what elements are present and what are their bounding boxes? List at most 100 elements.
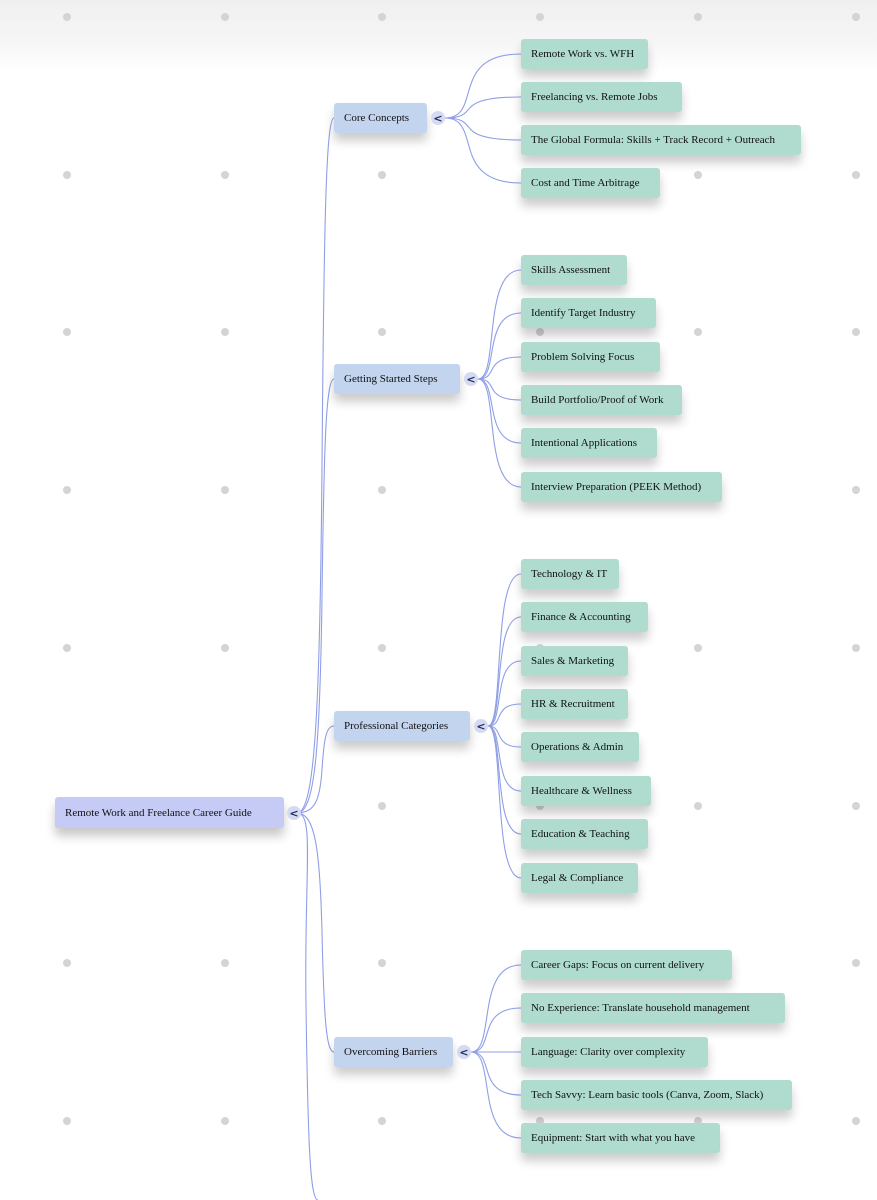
- branch-node-overcoming-barriers[interactable]: Overcoming Barriers: [334, 1037, 453, 1067]
- root-to-branch-link: [296, 378, 335, 814]
- leaf-node[interactable]: Legal & Compliance: [521, 863, 638, 893]
- leaf-node[interactable]: The Global Formula: Skills + Track Recor…: [521, 125, 801, 155]
- grid-dot: [221, 328, 229, 336]
- leaf-node[interactable]: Skills Assessment: [521, 255, 627, 285]
- grid-dot: [536, 328, 544, 336]
- grid-dot: [378, 486, 386, 494]
- leaf-node[interactable]: Career Gaps: Focus on current delivery: [521, 950, 732, 980]
- grid-dot: [378, 13, 386, 21]
- branch-to-leaf-link: [477, 378, 522, 444]
- branch-to-leaf-link: [470, 1007, 522, 1053]
- grid-dot: [63, 13, 71, 21]
- branch-to-leaf-link: [477, 312, 522, 380]
- leaf-node[interactable]: Tech Savvy: Learn basic tools (Canva, Zo…: [521, 1080, 792, 1110]
- grid-dot: [694, 13, 702, 21]
- grid-dot: [221, 644, 229, 652]
- branch-to-leaf-link: [487, 703, 522, 727]
- leaf-node[interactable]: Freelancing vs. Remote Jobs: [521, 82, 682, 112]
- leaf-node[interactable]: HR & Recruitment: [521, 689, 628, 719]
- leaf-node[interactable]: Identify Target Industry: [521, 298, 656, 328]
- leaf-node[interactable]: No Experience: Translate household manag…: [521, 993, 785, 1023]
- root-node-label: Remote Work and Freelance Career Guide: [65, 806, 252, 819]
- root-to-branch-link: [296, 812, 335, 1053]
- leaf-node[interactable]: Intentional Applications: [521, 428, 657, 458]
- branch-collapse-icon[interactable]: <: [474, 719, 488, 733]
- branch-collapse-icon[interactable]: <: [464, 372, 478, 386]
- grid-dot: [694, 171, 702, 179]
- branch-to-leaf-link: [487, 616, 522, 727]
- grid-dot: [63, 644, 71, 652]
- grid-dot: [63, 959, 71, 967]
- leaf-node[interactable]: Interview Preparation (PEEK Method): [521, 472, 722, 502]
- leaf-node[interactable]: Technology & IT: [521, 559, 619, 589]
- branch-to-leaf-link: [470, 1051, 522, 1139]
- branch-to-leaf-link: [477, 356, 522, 380]
- grid-dot: [378, 644, 386, 652]
- branch-to-leaf-link: [444, 117, 522, 184]
- grid-dot: [852, 959, 860, 967]
- root-to-offscreen-branch-link: [296, 812, 319, 1200]
- grid-dot: [63, 328, 71, 336]
- leaf-node[interactable]: Healthcare & Wellness: [521, 776, 651, 806]
- grid-dot: [221, 171, 229, 179]
- root-to-branch-link: [296, 117, 335, 814]
- branch-collapse-icon[interactable]: <: [457, 1045, 471, 1059]
- branch-to-leaf-link: [477, 269, 522, 380]
- branch-to-leaf-link: [487, 725, 522, 792]
- branch-to-leaf-link: [487, 573, 522, 727]
- branch-label: Getting Started Steps: [344, 373, 438, 385]
- grid-dot: [852, 328, 860, 336]
- leaf-node[interactable]: Problem Solving Focus: [521, 342, 660, 372]
- leaf-node[interactable]: Language: Clarity over complexity: [521, 1037, 708, 1067]
- grid-dot: [63, 171, 71, 179]
- branch-to-leaf-link: [477, 378, 522, 401]
- branch-node-professional-categories[interactable]: Professional Categories: [334, 711, 470, 741]
- branch-to-leaf-link: [487, 660, 522, 727]
- branch-to-leaf-link: [444, 117, 522, 141]
- grid-dot: [694, 802, 702, 810]
- branch-label: Professional Categories: [344, 720, 449, 732]
- leaf-node[interactable]: Equipment: Start with what you have: [521, 1123, 720, 1153]
- leaf-node[interactable]: Finance & Accounting: [521, 602, 648, 632]
- root-to-branch-link: [296, 725, 335, 814]
- grid-dot: [221, 1117, 229, 1125]
- leaf-node[interactable]: Education & Teaching: [521, 819, 648, 849]
- branch-to-leaf-link: [487, 725, 522, 748]
- branch-label: Overcoming Barriers: [344, 1046, 438, 1058]
- branch-node-core-concepts[interactable]: Core Concepts: [334, 103, 427, 133]
- branch-to-leaf-link: [444, 96, 522, 119]
- branch-label: Core Concepts: [344, 112, 410, 124]
- grid-dot: [221, 13, 229, 21]
- leaf-node[interactable]: Operations & Admin: [521, 732, 639, 762]
- grid-dot: [378, 328, 386, 336]
- grid-dot: [852, 13, 860, 21]
- grid-dot: [221, 486, 229, 494]
- branch-to-leaf-link: [487, 725, 522, 879]
- leaf-node[interactable]: Cost and Time Arbitrage: [521, 168, 660, 198]
- root-collapse-icon[interactable]: <: [287, 806, 301, 820]
- root-node[interactable]: Remote Work and Freelance Career Guide: [55, 797, 284, 828]
- grid-dot: [378, 802, 386, 810]
- canvas-top-fade: [0, 0, 877, 72]
- branch-collapse-icon[interactable]: <: [431, 111, 445, 125]
- grid-dot: [378, 1117, 386, 1125]
- grid-dot: [852, 644, 860, 652]
- branch-to-leaf-link: [470, 964, 522, 1053]
- grid-dot: [852, 1117, 860, 1125]
- branch-to-leaf-link: [470, 1051, 522, 1096]
- leaf-node[interactable]: Build Portfolio/Proof of Work: [521, 385, 682, 415]
- branch-node-getting-started-steps[interactable]: Getting Started Steps: [334, 364, 460, 394]
- grid-dot: [378, 171, 386, 179]
- grid-dot: [378, 959, 386, 967]
- leaf-node[interactable]: Remote Work vs. WFH: [521, 39, 648, 69]
- grid-dot: [694, 644, 702, 652]
- grid-dot: [221, 959, 229, 967]
- grid-dot: [852, 802, 860, 810]
- grid-dot: [852, 486, 860, 494]
- leaf-node[interactable]: Sales & Marketing: [521, 646, 628, 676]
- grid-dot: [63, 486, 71, 494]
- grid-dot: [852, 171, 860, 179]
- branch-to-leaf-link: [444, 53, 522, 119]
- grid-dot: [694, 328, 702, 336]
